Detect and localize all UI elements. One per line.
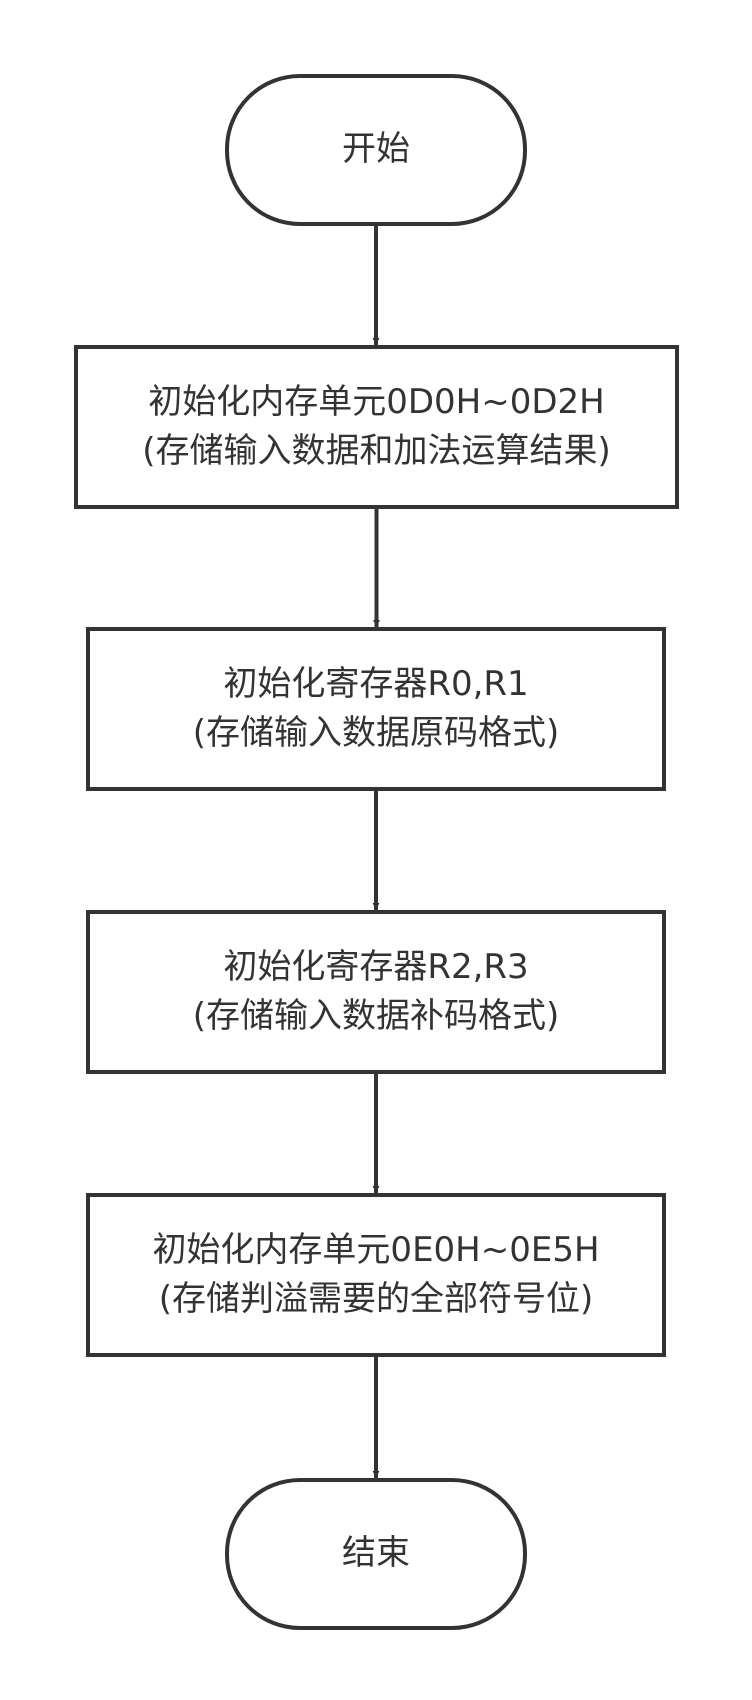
init-registers-r0-r1-note: (存储输入数据原码格式)	[192, 713, 560, 753]
init-memory-0d0h-note: (存储输入数据和加法运算结果)	[142, 431, 611, 471]
init-memory-0e0h-title: 初始化内存单元0E0H~0E5H	[152, 1229, 600, 1270]
start-label: 开始	[342, 129, 410, 170]
init-registers-r0-r1-box[interactable]: 初始化寄存器R0,R1 (存储输入数据原码格式)	[86, 627, 666, 791]
init-registers-r2-r3-note: (存储输入数据补码格式)	[192, 996, 560, 1036]
init-registers-r2-r3-box[interactable]: 初始化寄存器R2,R3 (存储输入数据补码格式)	[86, 910, 666, 1074]
start-node[interactable]: 开始	[225, 74, 527, 226]
init-memory-0e0h-box[interactable]: 初始化内存单元0E0H~0E5H (存储判溢需要的全部符号位)	[86, 1193, 666, 1357]
init-memory-0d0h-title: 初始化内存单元0D0H~0D2H	[148, 381, 605, 422]
init-registers-r2-r3-title: 初始化寄存器R2,R3	[223, 946, 529, 987]
end-label: 结束	[342, 1533, 410, 1574]
end-node[interactable]: 结束	[225, 1478, 527, 1630]
init-memory-0e0h-note: (存储判溢需要的全部符号位)	[158, 1279, 594, 1319]
init-memory-0d0h-box[interactable]: 初始化内存单元0D0H~0D2H (存储输入数据和加法运算结果)	[74, 345, 679, 509]
init-registers-r0-r1-title: 初始化寄存器R0,R1	[223, 663, 529, 704]
